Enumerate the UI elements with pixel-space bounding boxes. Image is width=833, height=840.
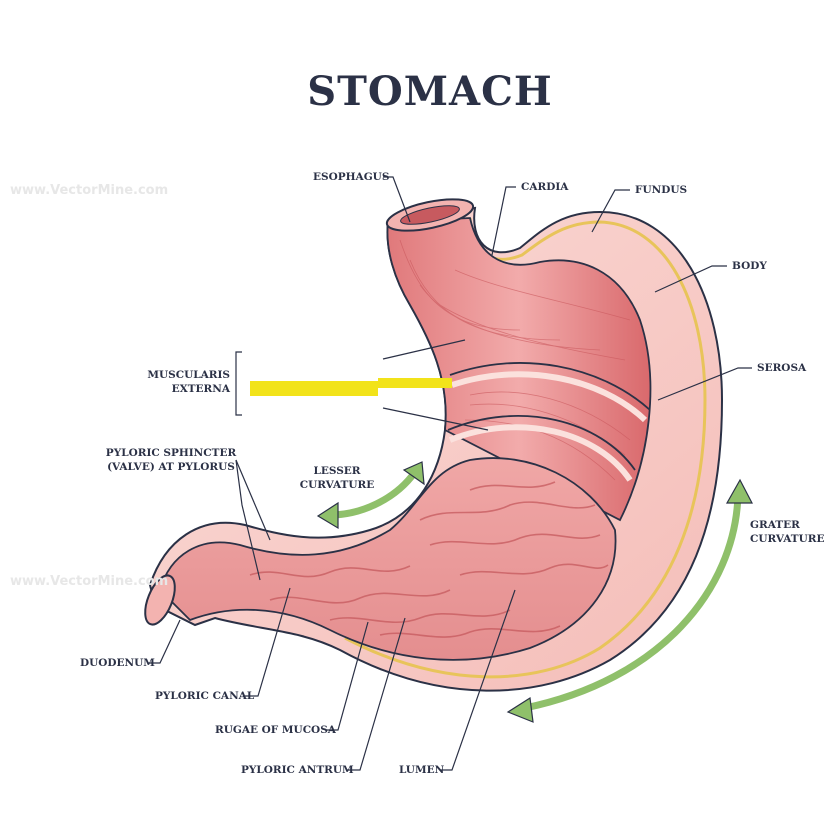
label-pyloric-sphincter-line1: PYLORIC SPHINCTER: [105, 447, 237, 459]
label-muscularis-line2: EXTERNA: [171, 383, 230, 395]
label-cardia: CARDIA: [521, 181, 569, 193]
layer-band-1: [449, 362, 651, 411]
label-esophagus: ESOPHAGUS: [313, 171, 390, 183]
watermark-2: www.VectorMine.com: [10, 574, 169, 589]
greater-curvature-arrow: [506, 478, 753, 723]
label-serosa: SEROSA: [757, 362, 807, 374]
highlight-bar: [250, 378, 452, 396]
layer-band-2: [447, 415, 636, 471]
label-lesser-line2: CURVATURE: [299, 479, 375, 491]
label-grater-curvature: GRATER CURVATURE: [750, 518, 824, 546]
watermark-1: www.VectorMine.com: [10, 183, 169, 198]
label-rugae-of-mucosa: RUGAE OF MUCOSA: [215, 724, 336, 736]
layer-band-1b: [451, 371, 648, 423]
label-muscularis-externa: MUSCULARIS EXTERNA: [140, 368, 230, 396]
rugae-folds: [249, 481, 609, 638]
label-duodenum: DUODENUM: [80, 657, 155, 669]
label-pyloric-sphincter-line2: (VALVE) AT PYLORUS: [107, 461, 235, 473]
label-pyloric-antrum: PYLORIC ANTRUM: [241, 764, 354, 776]
label-fundus: FUNDUS: [635, 184, 688, 196]
label-grater-line1: GRATER: [750, 519, 800, 531]
label-grater-line2: CURVATURE: [750, 533, 825, 545]
leader-lines: [148, 176, 752, 771]
muscle-fibers: [399, 239, 631, 481]
label-muscularis-line1: MUSCULARIS: [147, 369, 230, 381]
label-lumen: LUMEN: [399, 764, 445, 776]
label-body: BODY: [732, 260, 767, 272]
label-lesser-curvature: LESSER CURVATURE: [292, 464, 382, 492]
label-pyloric-canal: PYLORIC CANAL: [155, 690, 255, 702]
layer-band-2b: [448, 424, 633, 482]
lesser-curvature-arrow: [316, 461, 425, 530]
duodenum-opening: [144, 574, 176, 626]
page-title: STOMACH: [307, 68, 553, 115]
serosa-line: [344, 217, 707, 679]
label-lesser-line1: LESSER: [313, 465, 361, 477]
label-pyloric-sphincter: PYLORIC SPHINCTER (VALVE) AT PYLORUS: [96, 446, 246, 474]
